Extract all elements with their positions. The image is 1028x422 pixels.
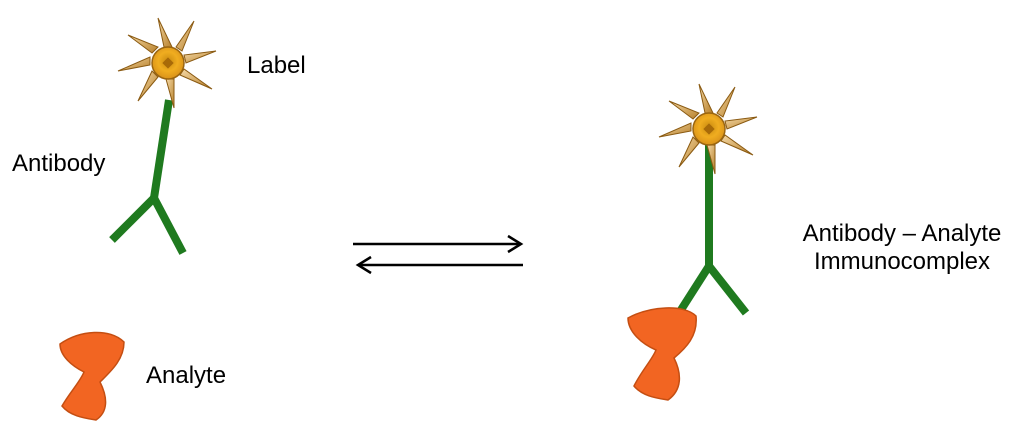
- bound-analyte-blob-icon: [628, 308, 696, 400]
- label-starburst-icon: [118, 18, 216, 108]
- equilibrium-arrows-icon: [353, 236, 523, 273]
- immunocomplex-caption-line1: Antibody – Analyte: [779, 220, 1025, 248]
- antibody-stem: [154, 100, 169, 198]
- immunocomplex-caption-line2: Immunocomplex: [779, 248, 1025, 276]
- immunocomplex-caption: Antibody – Analyte Immunocomplex: [779, 220, 1025, 276]
- antibody-arm-left: [112, 198, 154, 240]
- complex-antibody-arm-left: [679, 266, 709, 313]
- analyte-blob-icon: [60, 332, 124, 420]
- antibody-caption: Antibody: [12, 150, 105, 178]
- antibody-arm-right: [154, 198, 183, 253]
- free-antibody: [112, 100, 183, 253]
- label-caption: Label: [247, 52, 306, 80]
- complex-antibody: [679, 145, 746, 313]
- analyte-caption: Analyte: [146, 362, 226, 390]
- complex-antibody-arm-right: [709, 266, 746, 313]
